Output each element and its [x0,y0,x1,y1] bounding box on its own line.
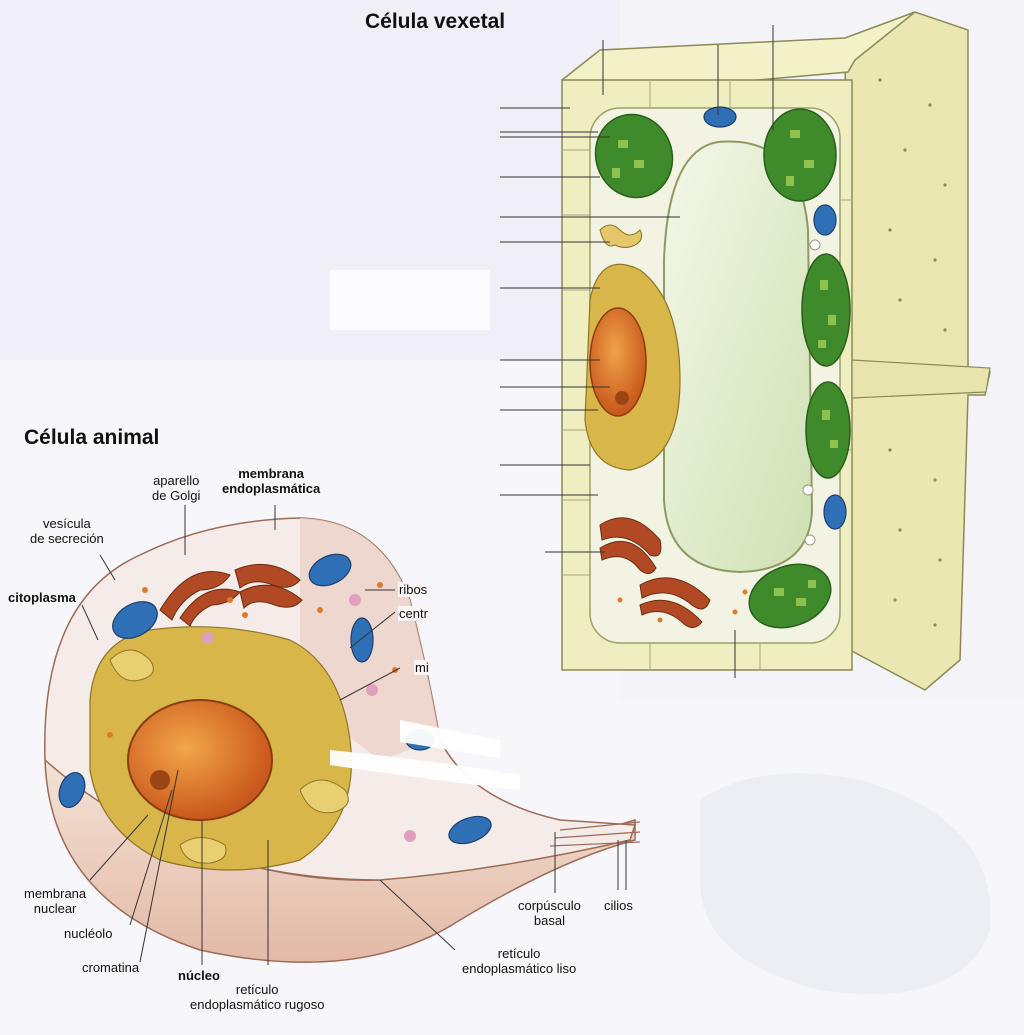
plant-cell [500,11,991,691]
plant-nucleus [589,307,647,417]
plant-leader-lines [500,25,774,678]
label-basal-body-text: corpúsculo basal [518,898,581,928]
label-rough-er-text: retículo endoplasmático rugoso [190,982,325,1012]
label-chromatin: cromatina [82,960,140,975]
animal-nucleus [127,699,273,821]
label-cytoplasm: citoplasma [8,590,76,605]
plant-golgi [599,517,711,628]
label-mitochondria: mi [414,660,430,675]
label-smooth-er: retículo endoplasmático liso [462,946,576,976]
label-golgi-text: aparello de Golgi [152,473,201,503]
label-nucleolus: nucléolo [64,926,113,941]
animal-golgi [159,563,303,627]
label-basal-body: corpúsculo basal [518,898,581,928]
label-nuclear-membrane: membrana nuclear [24,886,86,916]
vacuole [663,140,814,574]
animal-leader-lines [81,505,627,965]
label-rough-er: retículo endoplasmático rugoso [190,982,324,1012]
animal-mitochondria [58,553,492,845]
label-nucleus: núcleo [178,968,220,983]
label-nuclear-membrane-text: membrana nuclear [24,886,87,916]
plant-cell-wall-side [844,11,991,691]
label-centrioles: centr [398,606,429,621]
label-ribosomes: ribos [398,582,429,597]
label-vesicle-text: vesícula de secreción [30,516,104,546]
label-smooth-er-text: retículo endoplasmático liso [462,946,577,976]
animal-cell [44,505,641,965]
animal-cell-title: Célula animal [24,426,160,449]
plant-mitochondria [703,106,847,530]
label-golgi: aparello de Golgi [152,473,200,503]
plant-cell-title: Célula vexetal [365,10,506,33]
label-vesicle: vesícula de secreción [30,516,104,546]
label-membrane: membrana endoplasmática [222,466,320,496]
label-membrane-text: membrana endoplasmática [222,466,321,496]
label-cilia: cilios [604,898,633,913]
